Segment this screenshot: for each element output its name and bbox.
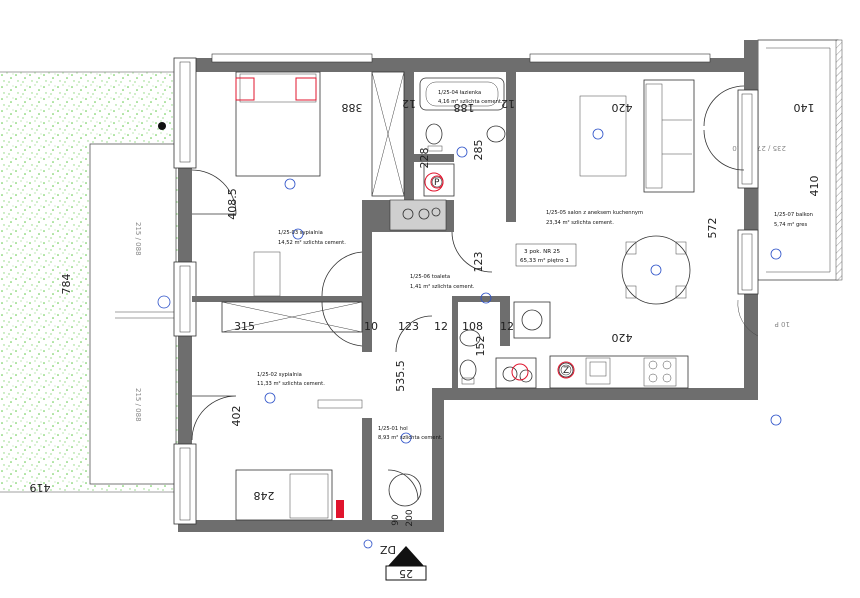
dim-12-b: 12 — [501, 97, 515, 110]
dim-402: 402 — [230, 406, 243, 427]
dim-152: 152 — [474, 336, 487, 357]
bathroom-fixtures — [402, 77, 506, 220]
svg-text:1/25-01 hol: 1/25-01 hol — [378, 426, 408, 432]
ghost-label-4: 10 P — [775, 320, 790, 328]
room-label-living: 1/25-05 salon z aneksem kuchennym 23,34 … — [546, 210, 643, 226]
dim-123-b: 123 — [398, 320, 419, 333]
toilet-fixtures — [459, 301, 574, 389]
outer-walls — [173, 53, 759, 532]
dim-90: 90 — [391, 514, 401, 526]
kitchen-counter — [549, 355, 689, 389]
marker-p: P — [434, 178, 440, 188]
svg-text:14,52 m² szlichta cement.: 14,52 m² szlichta cement. — [278, 240, 346, 246]
svg-text:23,34 m² szlichta cement.: 23,34 m² szlichta cement. — [546, 220, 614, 226]
entrance-arrow: 25 — [385, 546, 427, 581]
unit-info-box: 3 pok. NR 25 65,33 m² piętro 1 — [515, 243, 577, 267]
room-label-balcony: 1/25-07 balkon 5,74 m² gres — [774, 212, 813, 228]
svg-text:1,41 m² szlichta cement.: 1,41 m² szlichta cement. — [410, 284, 475, 290]
dim-188: 188 — [454, 101, 475, 114]
dim-419: 419 — [30, 481, 51, 494]
svg-text:3 pok. NR 25: 3 pok. NR 25 — [524, 249, 561, 255]
room-label-hall: 1/25-01 hol 8,93 m² szlichta cement. — [378, 426, 443, 441]
balcony: 140 410 235 / 270 / 010 10 P — [732, 39, 843, 328]
dim-12-d: 12 — [500, 320, 514, 333]
dim-535: 535.5 — [394, 360, 407, 392]
garden-area: 215 / 088 215 / 088 784 419 — [0, 71, 178, 494]
marker-dz: DZ — [380, 543, 396, 556]
bedroom-furniture — [221, 71, 405, 521]
dim-200: 200 — [405, 509, 415, 526]
markers: P Z DZ — [158, 122, 572, 556]
dim-388: 388 — [342, 101, 363, 114]
marker-z: Z — [563, 366, 569, 376]
room-label-toilet: 1/25-06 toaleta 1,41 m² szlichta cement. — [410, 274, 475, 290]
svg-text:1/25-03 sypialnia: 1/25-03 sypialnia — [278, 230, 323, 236]
dim-420-b: 420 — [612, 331, 633, 344]
ghost-label-2: 215 / 088 — [134, 388, 142, 422]
heating-markers — [235, 77, 575, 518]
dim-12-a: 12 — [402, 97, 416, 110]
dim-408: 408.5 — [226, 188, 239, 220]
svg-text:1/25-06 toaleta: 1/25-06 toaleta — [410, 274, 450, 280]
room-labels: 1/25-03 sypialnia 14,52 m² szlichta ceme… — [257, 90, 813, 441]
dim-285: 285 — [472, 140, 485, 161]
dim-572: 572 — [706, 218, 719, 239]
living-furniture — [579, 79, 695, 305]
dim-228: 228 — [418, 148, 431, 169]
svg-text:1/25-04 łazienka: 1/25-04 łazienka — [438, 90, 481, 96]
dim-420-a: 420 — [612, 101, 633, 114]
room-label-bedroom-1: 1/25-03 sypialnia 14,52 m² szlichta ceme… — [278, 230, 346, 246]
dim-315: 315 — [234, 320, 255, 333]
svg-text:1/25-05 salon z aneksem kuchen: 1/25-05 salon z aneksem kuchennym — [546, 210, 643, 216]
interior-walls — [192, 72, 516, 520]
svg-text:65,33 m² piętro 1: 65,33 m² piętro 1 — [520, 257, 569, 264]
dim-108: 108 — [462, 320, 483, 333]
dim-140: 140 — [794, 101, 815, 114]
dim-410: 410 — [808, 176, 821, 197]
ghost-label-3: 235 / 270 / 010 — [732, 144, 786, 152]
doors — [191, 85, 759, 507]
svg-text:1/25-07 balkon: 1/25-07 balkon — [774, 212, 813, 218]
svg-text:11,33 m² szlichta cement.: 11,33 m² szlichta cement. — [257, 381, 325, 387]
dim-12-c: 12 — [434, 320, 448, 333]
dim-10: 10 — [364, 320, 378, 333]
dim-248: 248 — [254, 489, 275, 502]
dimension-labels: 388 12 188 12 420 285 228 408.5 572 12 3 … — [226, 97, 719, 527]
dim-123-a: 123 — [472, 252, 485, 273]
svg-text:1/25-02 sypialnia: 1/25-02 sypialnia — [257, 372, 302, 378]
ghost-label-1: 215 / 088 — [134, 222, 142, 256]
room-label-bathroom: 1/25-04 łazienka 4,16 m² szlichta cement… — [438, 90, 503, 105]
dim-784: 784 — [60, 274, 73, 295]
electrical-symbols — [157, 128, 782, 444]
dim-25: 25 — [399, 567, 413, 580]
svg-text:8,93 m² szlichta cement.: 8,93 m² szlichta cement. — [378, 435, 443, 441]
svg-text:5,74 m² gres: 5,74 m² gres — [774, 222, 808, 228]
room-label-bedroom-2: 1/25-02 sypialnia 11,33 m² szlichta ceme… — [257, 372, 325, 387]
svg-text:4,16 m² szlichta cement.: 4,16 m² szlichta cement. — [438, 99, 503, 105]
